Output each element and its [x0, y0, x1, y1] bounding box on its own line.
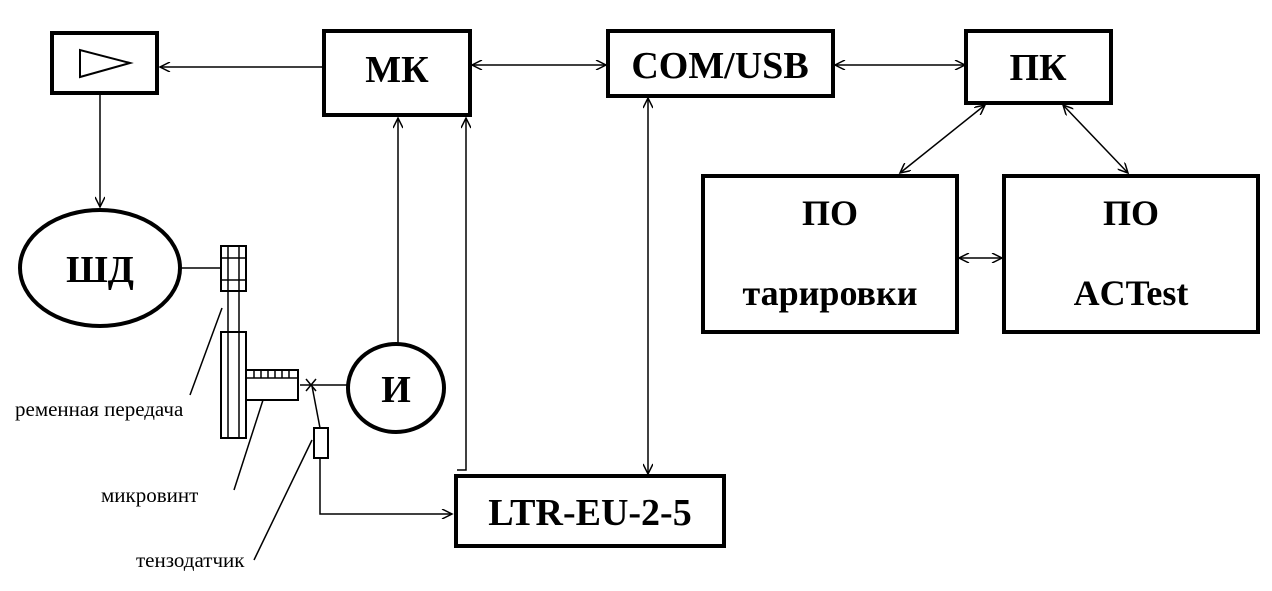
software-actest-line2: ACTest [1074, 273, 1189, 313]
indicator: И [346, 342, 446, 434]
software-actest-block: ПО ACTest [1002, 174, 1260, 334]
strain-gauge [311, 385, 329, 459]
amplifier-triangle-icon [79, 48, 134, 79]
indicator-label: И [381, 369, 411, 411]
microscrew-callout-line [233, 399, 264, 491]
software-calibration-block: ПО тарировки [701, 174, 959, 334]
pk-block: ПК [964, 29, 1113, 105]
stepper-motor: ШД [18, 208, 182, 328]
strain-gauge-callout-line [253, 439, 313, 561]
com-usb-label: COM/USB [631, 45, 808, 87]
belt-callout-line [189, 307, 223, 396]
mk-label: МК [365, 49, 429, 91]
arrow-pk-software-actest [1063, 105, 1128, 173]
belt-transmission [220, 245, 247, 439]
com-usb-block: COM/USB [606, 29, 835, 98]
software-calibration-line1: ПО [802, 193, 858, 233]
stepper-motor-label: ШД [66, 249, 134, 291]
ltr-module-label: LTR-EU-2-5 [488, 492, 691, 534]
strain-gauge-caption: тензодатчик [136, 548, 245, 572]
software-calibration-line2: тарировки [743, 273, 918, 313]
pk-label: ПК [1009, 47, 1067, 89]
connections [100, 65, 1128, 514]
arrow-ltr-to-mk [457, 118, 466, 471]
software-actest-line1: ПО [1103, 193, 1159, 233]
arrow-pk-software-calibration [900, 105, 985, 173]
arrow-gauge-to-ltr [319, 458, 452, 514]
microscrew-caption: микровинт [101, 483, 198, 507]
microscrew [245, 369, 317, 401]
belt-caption: ременная передача [15, 397, 184, 421]
captions: ременная передача микровинт тензодатчик [15, 307, 313, 572]
ltr-module-block: LTR-EU-2-5 [454, 474, 726, 548]
amplifier-block [50, 31, 159, 95]
mk-block: МК [322, 29, 472, 117]
